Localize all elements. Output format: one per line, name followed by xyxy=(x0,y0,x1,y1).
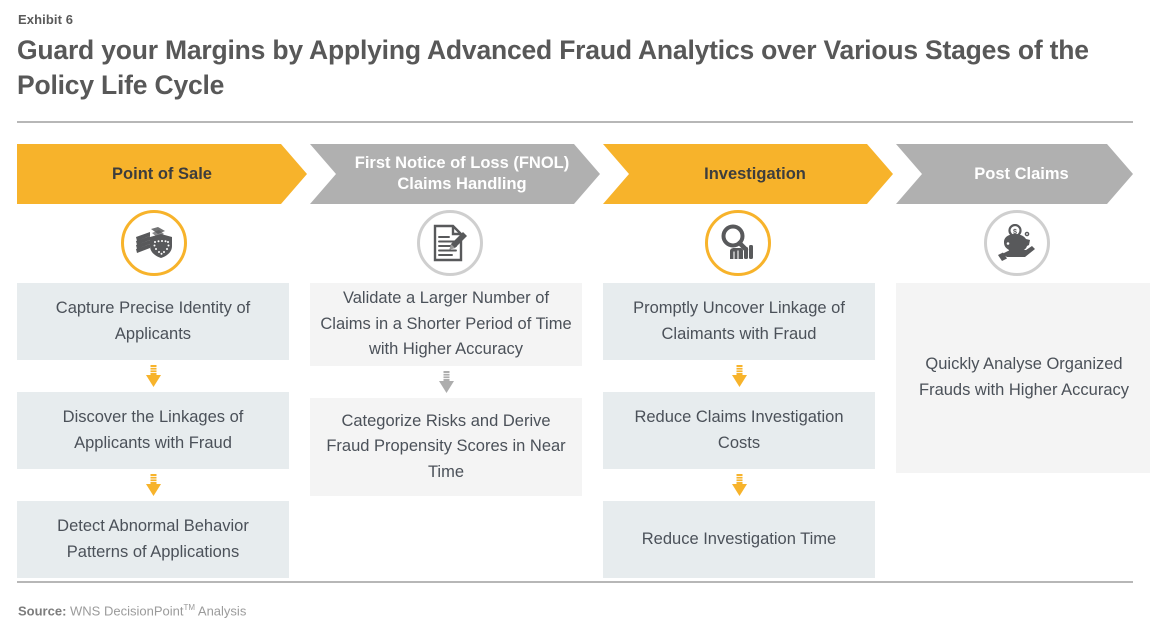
stage-item-box: Capture Precise Identity of Applicants xyxy=(17,283,289,360)
down-arrow-icon xyxy=(731,365,747,387)
stage-item-box: Quickly Analyse Organized Frauds with Hi… xyxy=(896,283,1150,473)
stage-item-box: Reduce Investigation Time xyxy=(603,501,875,578)
stage-item-box: Detect Abnormal Behavior Patterns of App… xyxy=(17,501,289,578)
divider-top xyxy=(17,121,1133,123)
trademark-mark: TM xyxy=(183,603,196,612)
source-label: Source: xyxy=(18,603,67,619)
down-arrow-icon xyxy=(145,365,161,387)
stage-item-box: Discover the Linkages of Applicants with… xyxy=(17,392,289,469)
stage-column-point-of-sale: Capture Precise Identity of Applicants D… xyxy=(17,283,289,578)
down-arrow-icon xyxy=(145,474,161,496)
stage-banner-investigation[interactable]: Investigation xyxy=(603,144,893,204)
stage-item-box: Promptly Uncover Linkage of Claimants wi… xyxy=(603,283,875,360)
stage-banner-point-of-sale[interactable]: Point of Sale xyxy=(17,144,307,204)
stage-banner-row: Point of Sale First Notice of Loss (FNOL… xyxy=(17,144,1133,204)
page-title: Guard your Margins by Applying Advanced … xyxy=(17,35,1089,101)
arrow-gap xyxy=(17,469,289,501)
money-shield-icon xyxy=(121,210,187,276)
stage-banner-fnol[interactable]: First Notice of Loss (FNOL) Claims Handl… xyxy=(310,144,600,204)
stage-banner-label: Post Claims xyxy=(974,164,1069,183)
arrow-gap xyxy=(603,360,875,392)
down-arrow-icon xyxy=(731,474,747,496)
stage-column-post-claims: Quickly Analyse Organized Frauds with Hi… xyxy=(896,283,1150,473)
stage-icon-row: $ xyxy=(17,210,1133,280)
piggybank-hand-icon: $ xyxy=(984,210,1050,276)
stage-banner-post-claims[interactable]: Post Claims xyxy=(896,144,1133,204)
source-note: Source: WNS DecisionPointTM Analysis xyxy=(18,603,246,618)
arrow-gap xyxy=(603,469,875,501)
stage-banner-label: First Notice of Loss (FNOL) Claims Handl… xyxy=(354,154,570,193)
stage-banner-label: Investigation xyxy=(704,164,806,183)
stage-content-columns: Capture Precise Identity of Applicants D… xyxy=(17,283,1150,578)
document-pen-icon xyxy=(417,210,483,276)
arrow-gap xyxy=(310,366,582,398)
stage-column-investigation: Promptly Uncover Linkage of Claimants wi… xyxy=(603,283,875,578)
divider-bottom xyxy=(17,581,1133,583)
stage-item-box: Reduce Claims Investigation Costs xyxy=(603,392,875,469)
exhibit-label: Exhibit 6 xyxy=(18,12,74,27)
source-text: WNS DecisionPoint xyxy=(66,603,184,619)
stage-item-box: Categorize Risks and Derive Fraud Propen… xyxy=(310,398,582,496)
down-arrow-icon xyxy=(438,371,454,393)
source-suffix: Analysis xyxy=(195,603,247,619)
svg-text:$: $ xyxy=(1013,229,1017,236)
stage-banner-label: Point of Sale xyxy=(112,164,212,183)
magnifier-hand-icon xyxy=(705,210,771,276)
stage-column-fnol: Validate a Larger Number of Claims in a … xyxy=(310,283,582,496)
stage-item-box: Validate a Larger Number of Claims in a … xyxy=(310,283,582,366)
arrow-gap xyxy=(17,360,289,392)
